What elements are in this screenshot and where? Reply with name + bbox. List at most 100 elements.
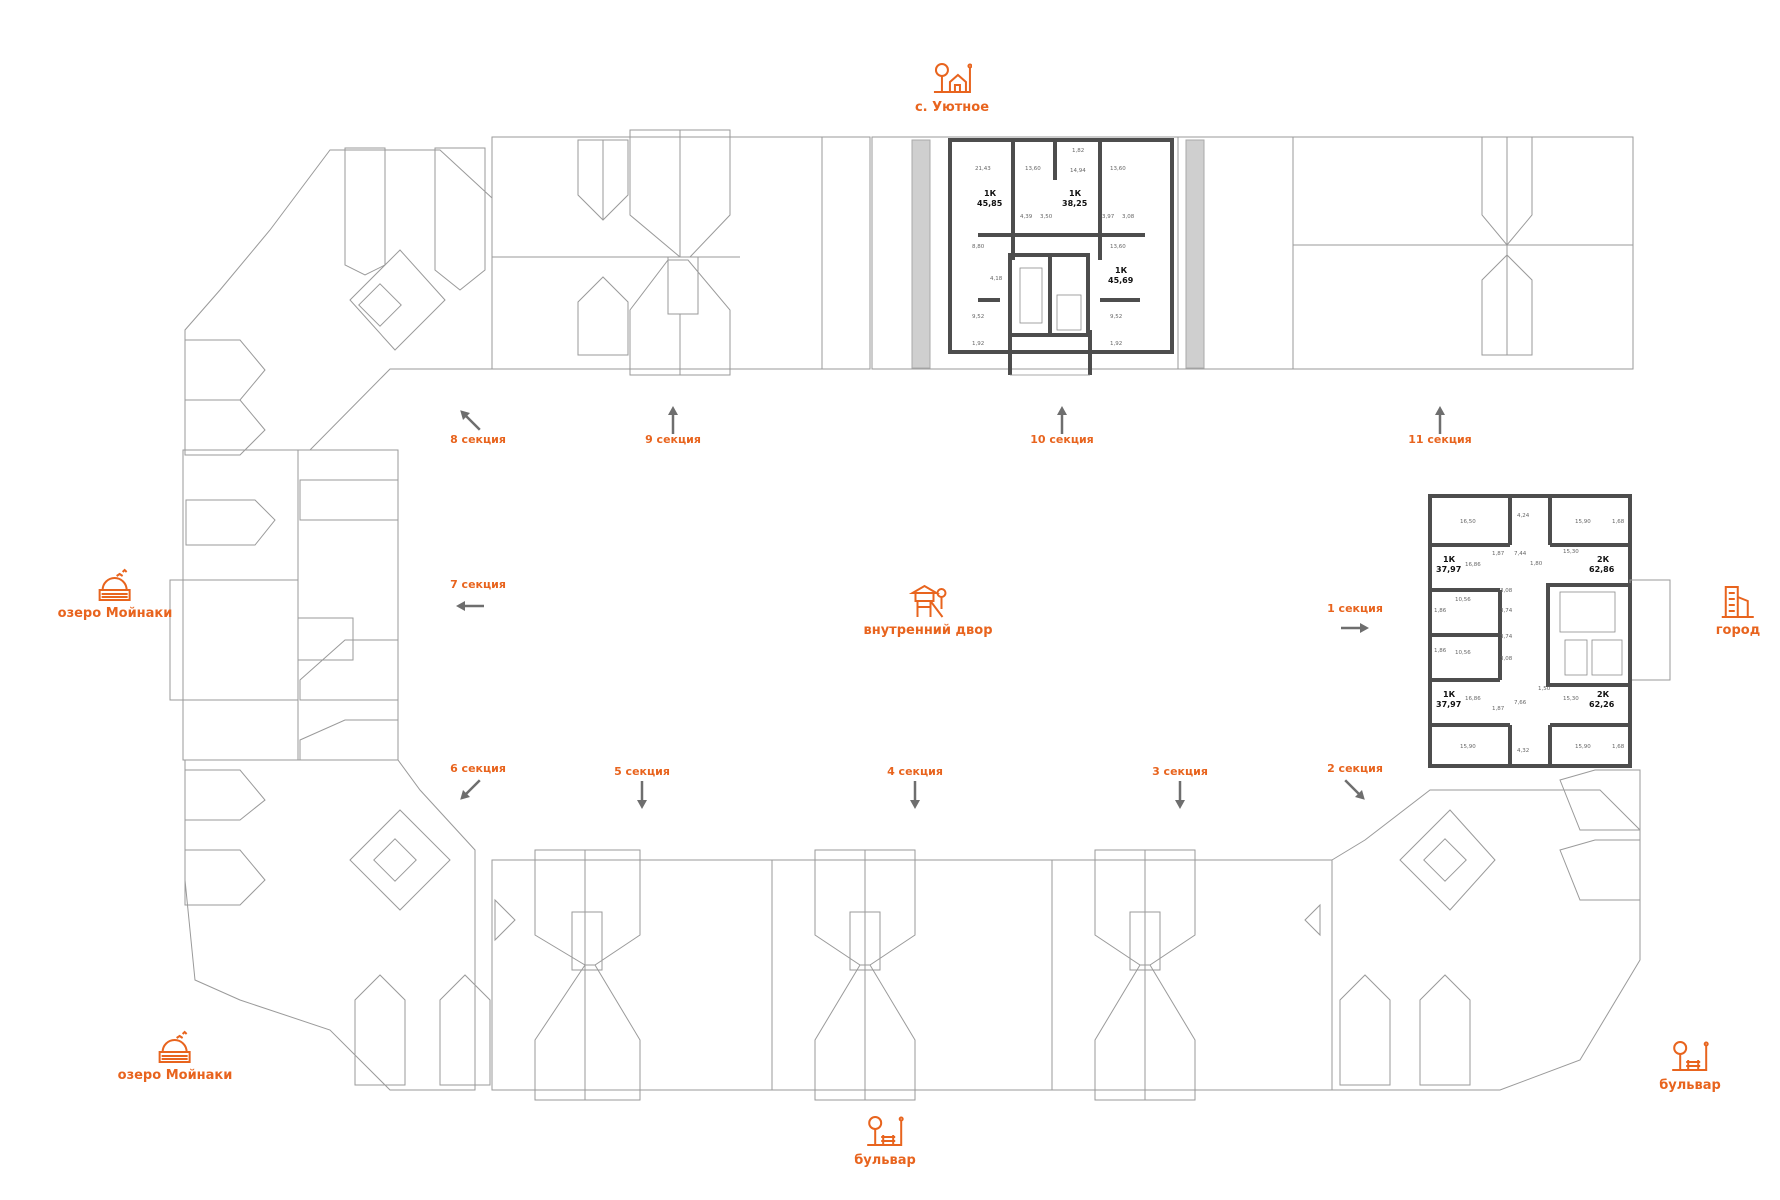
apartment-label[interactable]: 1К 38,25: [1062, 189, 1088, 208]
svg-text:62,86: 62,86: [1589, 565, 1615, 574]
apartment-label[interactable]: 2К 62,86: [1589, 555, 1615, 574]
svg-text:45,85: 45,85: [977, 199, 1003, 208]
section-arrow-4-icon[interactable]: [910, 781, 920, 809]
section-arrow-8-icon[interactable]: [460, 410, 481, 431]
section-label-1[interactable]: 1 секция: [1327, 602, 1383, 615]
room-area: 9,52: [972, 314, 984, 320]
svg-text:1К: 1К: [1443, 690, 1456, 699]
building-section-6[interactable]: [184, 759, 491, 1091]
poi-lake-west: озеро Мойнаки: [57, 568, 173, 621]
room-area: 15,90: [1575, 744, 1591, 750]
room-area: 7,66: [1514, 700, 1527, 706]
building-section-8[interactable]: [184, 147, 493, 456]
section-arrow-7-icon[interactable]: [456, 601, 484, 611]
section-label-9[interactable]: 9 секция: [645, 433, 701, 446]
room-area: 13,60: [1025, 166, 1041, 172]
building-section-10[interactable]: 21,43 13,60 1,82 14,94 13,60 4,39 3,50 3…: [871, 136, 1179, 376]
svg-text:37,97: 37,97: [1436, 700, 1461, 709]
building-section-3[interactable]: [1051, 849, 1333, 1101]
room-area: 13,60: [1110, 244, 1126, 250]
section-arrow-2-icon[interactable]: [1344, 779, 1365, 800]
room-area: 16,50: [1460, 519, 1476, 525]
building-section-5[interactable]: [491, 849, 773, 1101]
poi-city: город: [1716, 585, 1760, 638]
room-area: 21,43: [975, 166, 991, 172]
section-arrow-3-icon[interactable]: [1175, 781, 1185, 809]
svg-text:37,97: 37,97: [1436, 565, 1461, 574]
svg-text:62,26: 62,26: [1589, 700, 1615, 709]
section-label-6[interactable]: 6 секция: [450, 762, 506, 775]
building-section-2[interactable]: [1304, 769, 1641, 1091]
poi-label: бульвар: [1659, 1078, 1721, 1093]
section-arrow-9-icon[interactable]: [668, 406, 678, 434]
room-area: 10,56: [1455, 597, 1471, 603]
svg-text:1К: 1К: [984, 189, 997, 198]
lake-icon: [158, 1030, 191, 1063]
apartment-label[interactable]: 1К 45,85: [977, 189, 1003, 208]
room-area: 1,92: [972, 341, 984, 347]
room-area: 3,08: [1122, 214, 1135, 220]
section-arrow-5-icon[interactable]: [637, 781, 647, 809]
room-area: 3,50: [1040, 214, 1053, 220]
section-label-2[interactable]: 2 секция: [1327, 762, 1383, 775]
section-arrow-11-icon[interactable]: [1435, 406, 1445, 434]
room-area: 1,92: [1110, 341, 1122, 347]
lake-icon: [98, 568, 131, 601]
room-area: 15,90: [1575, 519, 1591, 525]
poi-boulevard-southeast: бульвар: [1659, 1040, 1721, 1093]
room-area: 1,86: [1434, 648, 1447, 654]
room-area: 3,74: [1500, 608, 1513, 614]
room-area: 3,97: [1102, 214, 1115, 220]
room-area: 3,74: [1500, 634, 1513, 640]
room-area: 7,44: [1514, 551, 1527, 557]
poi-label: озеро Мойнаки: [117, 1068, 233, 1083]
room-area: 3,08: [1500, 588, 1513, 594]
section-label-4[interactable]: 4 секция: [887, 765, 943, 778]
room-area: 1,87: [1492, 706, 1505, 712]
section-label-11[interactable]: 11 секция: [1408, 433, 1472, 446]
building-section-7[interactable]: [169, 449, 399, 761]
poi-label: озеро Мойнаки: [57, 606, 173, 621]
room-area: 16,86: [1465, 562, 1481, 568]
svg-text:2К: 2К: [1597, 555, 1610, 564]
room-area: 8,80: [972, 244, 985, 250]
building-section-9[interactable]: [491, 129, 871, 376]
section-label-7[interactable]: 7 секция: [450, 578, 506, 591]
section-label-10[interactable]: 10 секция: [1030, 433, 1094, 446]
village-house-icon: [933, 63, 972, 93]
building-section-11[interactable]: [1177, 136, 1634, 370]
svg-text:45,69: 45,69: [1108, 276, 1134, 285]
poi-label: с. Уютное: [914, 100, 990, 115]
room-area: 3,08: [1500, 656, 1513, 662]
room-area: 4,24: [1517, 513, 1530, 519]
room-area: 1,80: [1530, 561, 1543, 567]
building-section-4[interactable]: [771, 849, 1053, 1101]
apartment-label[interactable]: 1К 37,97: [1436, 690, 1461, 709]
section-label-5[interactable]: 5 секция: [614, 765, 670, 778]
section-arrow-6-icon[interactable]: [460, 779, 481, 800]
section-label-3[interactable]: 3 секция: [1152, 765, 1208, 778]
room-area: 4,39: [1020, 214, 1033, 220]
boulevard-icon: [866, 1116, 904, 1146]
poi-lake-southwest: озеро Мойнаки: [117, 1030, 233, 1083]
section-arrow-10-icon[interactable]: [1057, 406, 1067, 434]
section-label-8[interactable]: 8 секция: [450, 433, 506, 446]
apartment-label[interactable]: 1К 37,97: [1436, 555, 1461, 574]
room-area: 16,86: [1465, 696, 1481, 702]
section-arrow-1-icon[interactable]: [1341, 623, 1369, 633]
poi-label: внутренний двор: [863, 623, 993, 638]
city-buildings-icon: [1722, 586, 1754, 618]
room-area: 15,30: [1563, 696, 1579, 702]
building-section-1[interactable]: 16,50 4,24 15,90 1,68 16,86 1,87 7,44 1,…: [1428, 494, 1671, 768]
apartment-label[interactable]: 2К 62,26: [1589, 690, 1615, 709]
room-area: 9,52: [1110, 314, 1122, 320]
room-area: 13,60: [1110, 166, 1126, 172]
boulevard-icon: [1671, 1041, 1709, 1071]
svg-text:2К: 2К: [1597, 690, 1610, 699]
poi-label: город: [1715, 623, 1761, 638]
apartment-label[interactable]: 1К 45,69: [1108, 266, 1134, 285]
poi-uyutnoe: с. Уютное: [915, 62, 989, 115]
room-area: 15,30: [1563, 549, 1579, 555]
room-area: 1,68: [1612, 744, 1625, 750]
